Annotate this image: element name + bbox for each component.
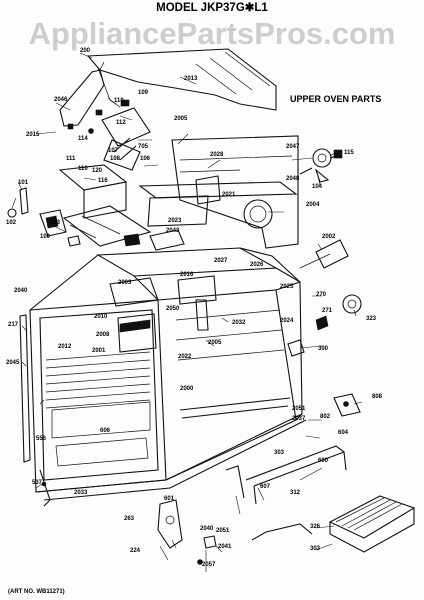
callout: 103: [50, 220, 61, 226]
callout: 2026: [250, 262, 264, 268]
callout: 116: [98, 178, 108, 184]
callout: 2005: [208, 340, 222, 346]
callout: 2047: [286, 144, 300, 150]
callout: 2021: [222, 192, 236, 198]
callout: 2057: [202, 562, 216, 568]
callout: 109: [138, 90, 149, 96]
fan-motor: [299, 148, 343, 183]
callout: 303: [310, 546, 321, 552]
callout: 104: [312, 184, 323, 190]
callout: 808: [372, 394, 383, 400]
callout: 2028: [210, 152, 224, 158]
door-switch: [7, 187, 81, 247]
callout: 100: [40, 234, 51, 240]
callout: 2033: [74, 490, 88, 496]
callout: 200: [80, 48, 91, 54]
callout: 111: [66, 156, 76, 162]
callout: 2024: [280, 318, 294, 324]
callout: 705: [138, 144, 149, 150]
callout: 556: [36, 436, 47, 442]
hinge-bracket: [333, 393, 361, 417]
callout: 303: [274, 450, 285, 456]
callout: 2043: [166, 228, 180, 234]
callout: 2008: [96, 332, 110, 338]
latch-assembly: [67, 99, 151, 171]
callout: 2040: [200, 526, 214, 532]
callout: 107: [108, 148, 119, 154]
callout: 2005: [174, 116, 188, 122]
rear-panel: [171, 135, 299, 249]
callout: 2016: [180, 272, 194, 278]
callout: 2022: [178, 354, 192, 360]
bake-element: [225, 445, 347, 505]
top-cover: [59, 48, 277, 127]
callout: 270: [316, 292, 327, 298]
element-rod: [251, 523, 313, 541]
callout: 600: [318, 458, 329, 464]
callout: 326: [310, 524, 321, 530]
callout: 2051: [216, 528, 230, 534]
callout: 2050: [166, 306, 180, 312]
callout: 2003: [118, 280, 132, 286]
callout: 224: [130, 548, 141, 554]
callout: 2046: [54, 97, 68, 103]
callout: 2015: [26, 132, 40, 138]
callout: 2027: [214, 258, 228, 264]
callout: 263: [124, 516, 135, 522]
callout: 323: [366, 316, 377, 322]
art-number: (ART NO. WB11271): [8, 589, 65, 595]
callout: 2023: [168, 218, 182, 224]
broil-pan: [328, 495, 416, 553]
callout: 601: [164, 496, 175, 502]
insulation: [109, 275, 217, 353]
callout: 2032: [232, 320, 246, 326]
callout: 607: [260, 484, 271, 490]
callout: 2001: [92, 348, 106, 354]
callout: 2010: [94, 314, 108, 320]
callout: 802: [320, 414, 331, 420]
section-title: UPPER OVEN PARTS: [290, 94, 381, 104]
callout: 115: [344, 150, 354, 156]
callout: 312: [290, 490, 301, 496]
callout: 106: [140, 156, 151, 162]
callout: 2041: [218, 544, 232, 550]
callout: 120: [92, 168, 103, 174]
callout: 2013: [184, 76, 198, 82]
callout: 300: [318, 346, 329, 352]
oven-cavity: [19, 247, 307, 501]
callout: 108: [110, 156, 121, 162]
control-bracket: [58, 164, 152, 247]
callout: 2037: [292, 416, 306, 422]
callout: 271: [322, 308, 333, 314]
callout: 101: [18, 180, 29, 186]
callout: 2000: [180, 386, 194, 392]
callout: 2025: [280, 284, 294, 290]
callout: 2045: [6, 360, 20, 366]
part-callouts: 200 2013 2046 110 109 2015 114 112 107 2…: [6, 48, 383, 568]
watermark: AppliancePartsPros.com: [29, 16, 396, 51]
callout: 537: [32, 480, 43, 486]
callout: 2004: [306, 202, 320, 208]
callout: 110: [78, 166, 88, 172]
callout: 2040: [14, 288, 28, 294]
callout: 2048: [286, 176, 300, 182]
callout: 102: [6, 220, 17, 226]
callout: 2012: [58, 344, 72, 350]
callout: 2051: [292, 406, 306, 412]
vent-duct: [123, 181, 298, 251]
leader-lines: [11, 52, 363, 572]
callout: 217: [8, 322, 19, 328]
callout: 2002: [322, 234, 336, 240]
callout: 114: [78, 136, 88, 142]
callout: 110: [114, 98, 124, 104]
callout: 604: [338, 430, 349, 436]
callout: 112: [116, 120, 126, 126]
callout: 606: [100, 428, 111, 434]
model-title: MODEL JKP37G✱L1: [156, 2, 268, 14]
right-small-parts: [287, 239, 362, 357]
